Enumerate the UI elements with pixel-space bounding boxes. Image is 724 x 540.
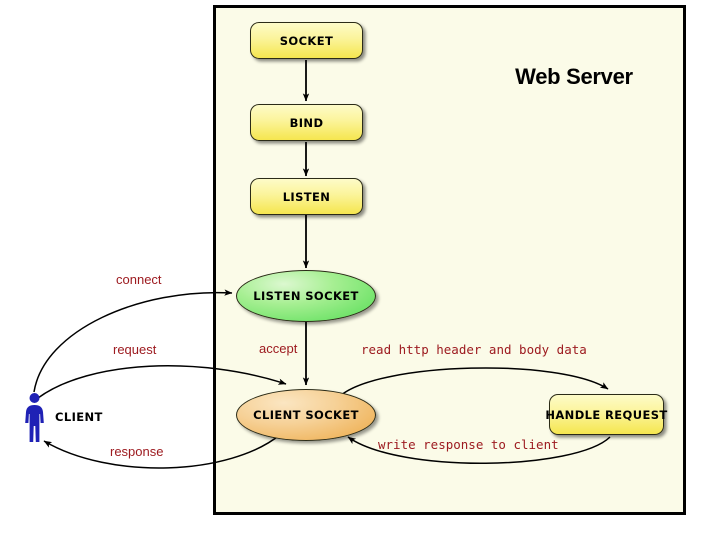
edge-label-connect: connect xyxy=(116,272,162,287)
person-icon xyxy=(25,393,44,442)
node-handle-request[interactable]: HANDLE REQUEST xyxy=(545,394,667,435)
edge-label-read-request: read http header and body data xyxy=(361,342,587,357)
web-server-title: Web Server xyxy=(515,64,633,89)
edge-label-write-response: write response to client xyxy=(378,437,559,452)
node-listen[interactable]: LISTEN xyxy=(250,178,363,215)
node-socket-label: SOCKET xyxy=(279,33,334,48)
node-bind-label: BIND xyxy=(289,115,324,130)
node-socket[interactable]: SOCKET xyxy=(250,22,363,59)
edge-label-response: response xyxy=(110,444,164,459)
edge-label-accept: accept xyxy=(259,341,298,356)
node-bind[interactable]: BIND xyxy=(250,104,363,141)
node-listen-label: LISTEN xyxy=(282,189,331,204)
node-client-socket-label: CLIENT SOCKET xyxy=(253,408,359,422)
node-listen-socket[interactable]: LISTEN SOCKET xyxy=(236,270,376,322)
node-handle-request-label: HANDLE REQUEST xyxy=(545,407,668,422)
edge-label-request: request xyxy=(113,342,157,357)
client-label: CLIENT xyxy=(55,410,103,424)
node-client-socket[interactable]: CLIENT SOCKET xyxy=(236,389,376,441)
node-listen-socket-label: LISTEN SOCKET xyxy=(253,289,359,303)
